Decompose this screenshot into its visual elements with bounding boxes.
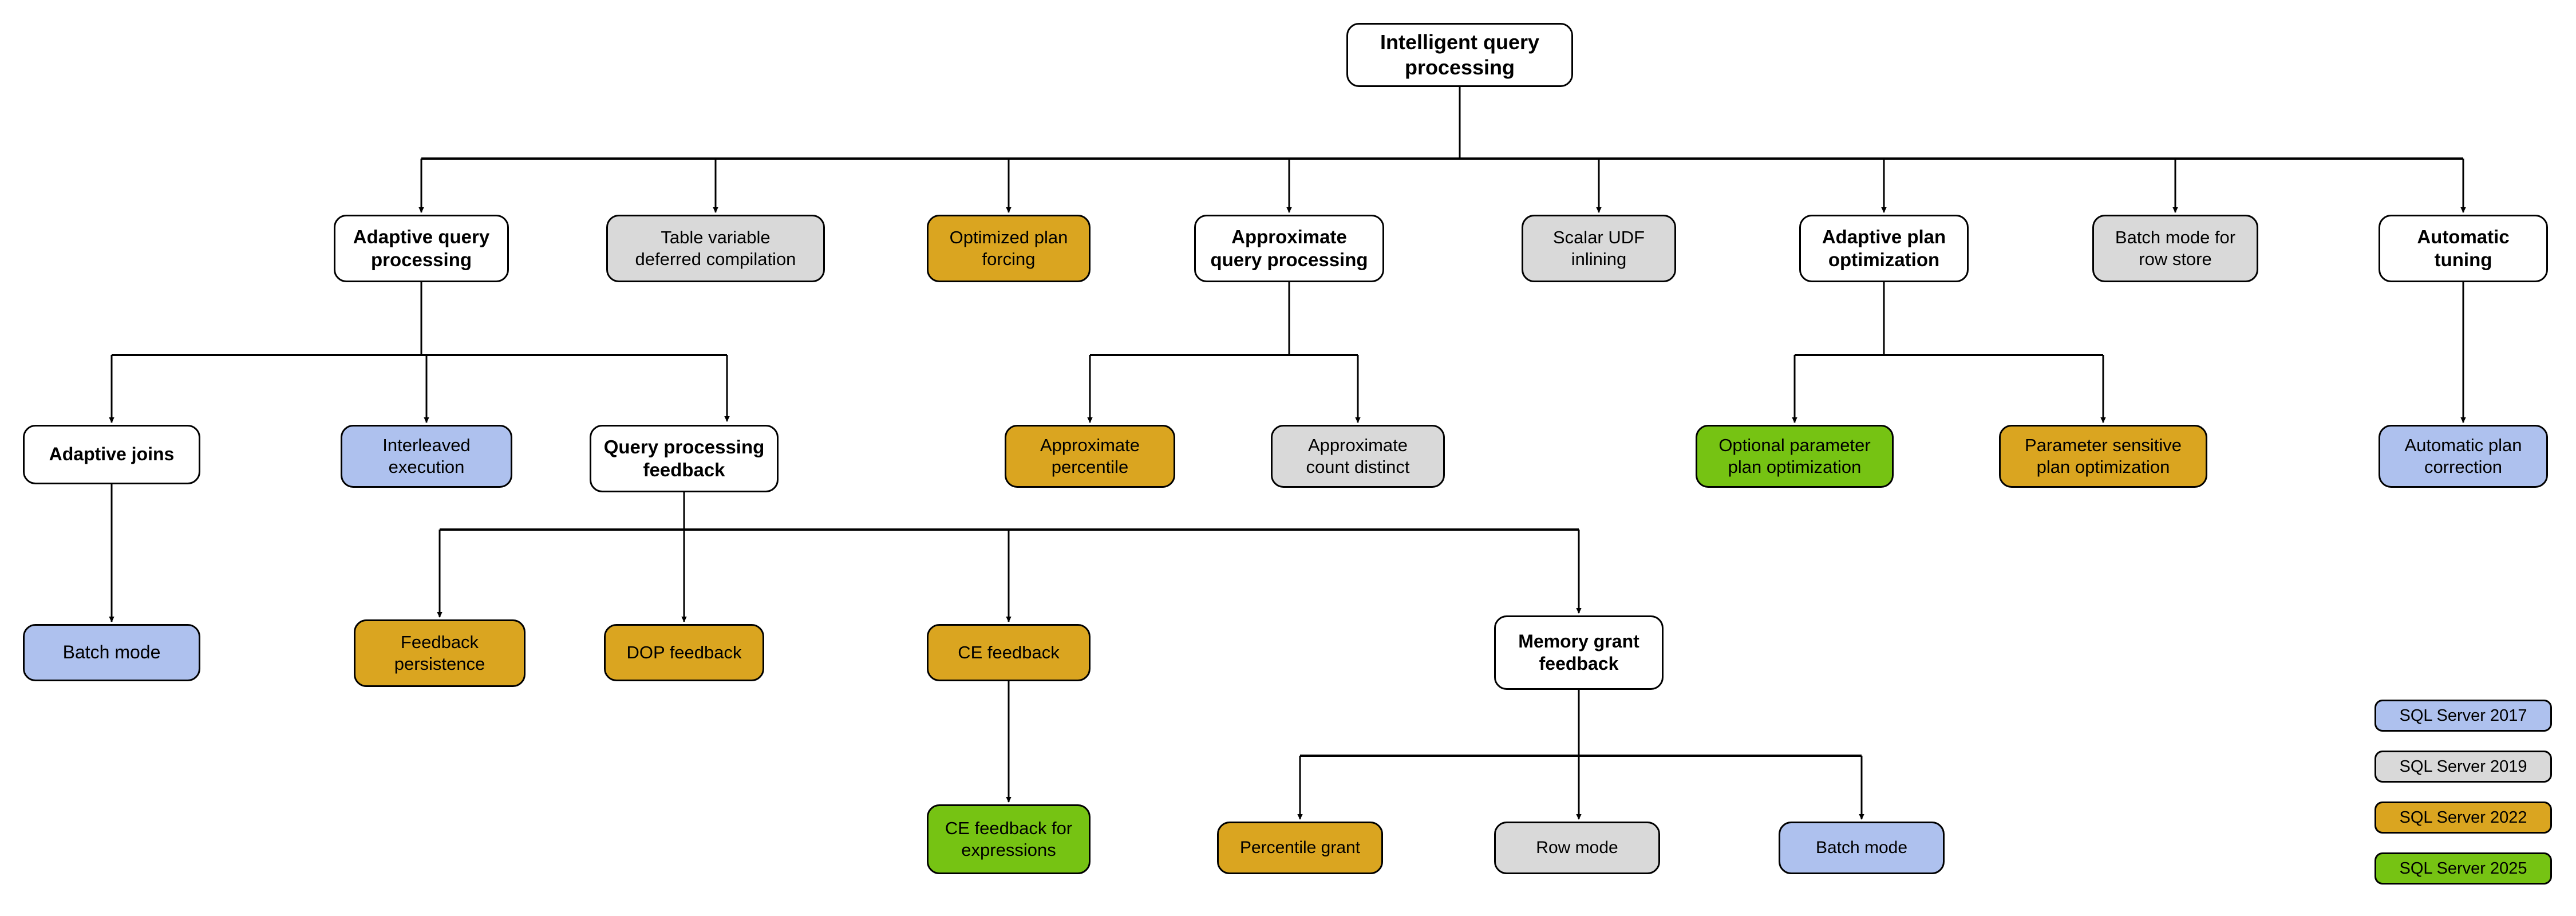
node-ce-feedback-for-expressions[interactable]: CE feedback for expressions: [927, 804, 1091, 874]
node-interleaved-execution[interactable]: Interleaved execution: [341, 425, 512, 488]
legend-sql-server-2022: SQL Server 2022: [2374, 802, 2552, 834]
node-percentile-grant[interactable]: Percentile grant: [1217, 822, 1383, 874]
node-batch-mode-for-row-store[interactable]: Batch mode for row store: [2092, 215, 2258, 282]
node-approximate-count-distinct[interactable]: Approximate count distinct: [1271, 425, 1445, 488]
node-approximate-query-processing[interactable]: Approximate query processing: [1194, 215, 1384, 282]
node-adaptive-query-processing[interactable]: Adaptive query processing: [334, 215, 509, 282]
node-approximate-percentile[interactable]: Approximate percentile: [1005, 425, 1175, 488]
node-ce-feedback[interactable]: CE feedback: [927, 624, 1091, 681]
node-parameter-sensitive-plan-opt[interactable]: Parameter sensitive plan optimization: [1999, 425, 2207, 488]
node-scalar-udf-inlining[interactable]: Scalar UDF inlining: [1522, 215, 1676, 282]
node-root[interactable]: Intelligent query processing: [1346, 23, 1573, 87]
legend-sql-server-2025: SQL Server 2025: [2374, 852, 2552, 885]
node-dop-feedback[interactable]: DOP feedback: [604, 624, 764, 681]
node-row-mode[interactable]: Row mode: [1494, 822, 1660, 874]
node-batch-mode-mgf[interactable]: Batch mode: [1779, 822, 1945, 874]
node-automatic-tuning[interactable]: Automatic tuning: [2379, 215, 2548, 282]
node-table-variable-deferred[interactable]: Table variable deferred compilation: [606, 215, 825, 282]
node-query-processing-feedback[interactable]: Query processing feedback: [590, 425, 779, 492]
node-adaptive-joins[interactable]: Adaptive joins: [23, 425, 200, 484]
node-batch-mode-aj[interactable]: Batch mode: [23, 624, 200, 681]
node-automatic-plan-correction[interactable]: Automatic plan correction: [2379, 425, 2548, 488]
node-optional-parameter-plan-opt[interactable]: Optional parameter plan optimization: [1696, 425, 1894, 488]
legend-sql-server-2019: SQL Server 2019: [2374, 751, 2552, 783]
node-adaptive-plan-optimization[interactable]: Adaptive plan optimization: [1799, 215, 1969, 282]
node-memory-grant-feedback[interactable]: Memory grant feedback: [1494, 615, 1664, 690]
node-optimized-plan-forcing[interactable]: Optimized plan forcing: [927, 215, 1091, 282]
legend-sql-server-2017: SQL Server 2017: [2374, 700, 2552, 732]
node-feedback-persistence[interactable]: Feedback persistence: [354, 619, 526, 687]
